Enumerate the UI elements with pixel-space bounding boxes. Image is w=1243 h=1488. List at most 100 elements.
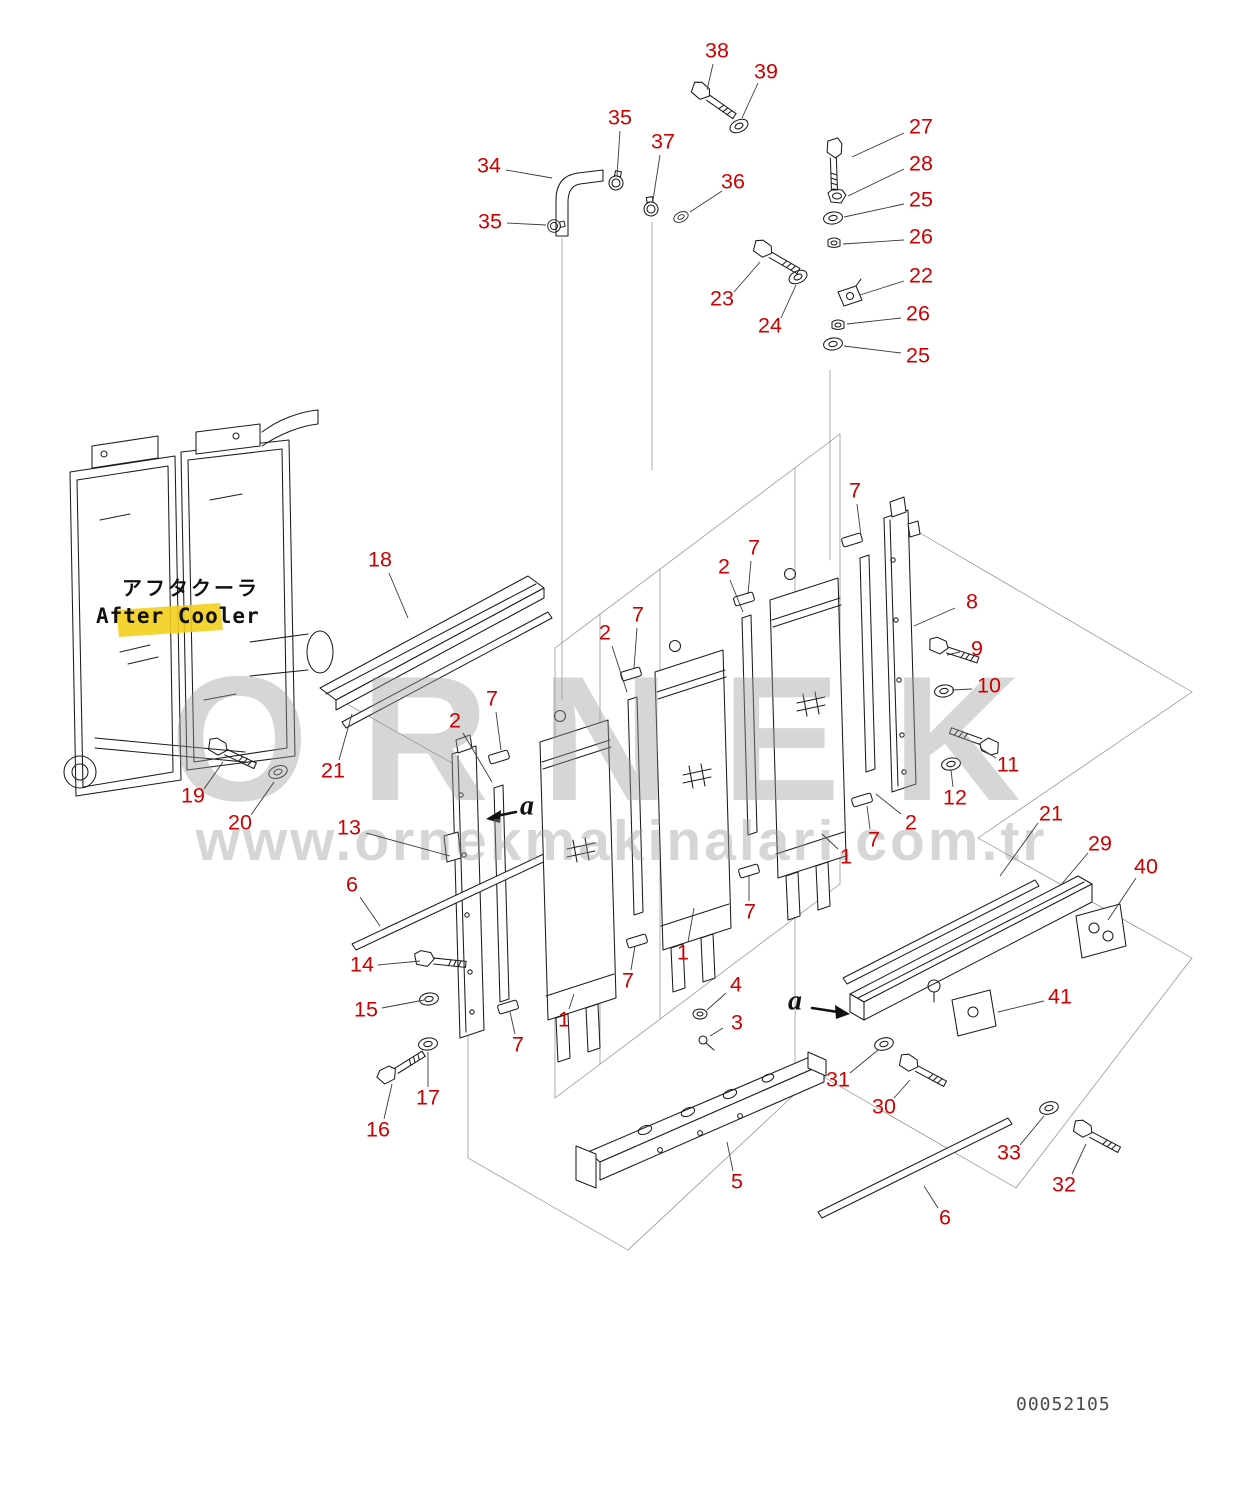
part-callout-5: 5	[731, 1170, 743, 1194]
leader-line	[846, 317, 902, 325]
bracket-fastener-stack	[822, 137, 863, 352]
part-callout-18: 18	[368, 548, 392, 572]
part-callout-29: 29	[1088, 832, 1112, 856]
part-callout-35: 35	[478, 210, 502, 234]
part-callout-16: 16	[366, 1118, 390, 1142]
fasteners	[204, 634, 1124, 1156]
leader-line	[462, 732, 493, 783]
leader-line	[893, 1079, 911, 1099]
leader-line	[383, 1083, 393, 1120]
leader-line	[630, 945, 636, 971]
part-callout-26: 26	[909, 225, 933, 249]
part-callout-7: 7	[744, 900, 756, 924]
leader-line	[951, 688, 973, 691]
part-callout-2: 2	[599, 621, 611, 645]
leader-line	[706, 992, 727, 1011]
part-callout-7: 7	[849, 479, 861, 503]
part-callout-28: 28	[909, 152, 933, 176]
leader-line	[843, 345, 902, 354]
leader-line	[946, 651, 961, 656]
part-callout-25: 25	[909, 188, 933, 212]
leader-line	[203, 761, 224, 790]
leader-line	[388, 572, 409, 619]
part-callout-2: 2	[718, 555, 730, 579]
leader-line	[979, 747, 997, 759]
part-callout-20: 20	[228, 811, 252, 835]
part-callout-40: 40	[1134, 855, 1158, 879]
leader-line	[505, 169, 553, 179]
leader-line	[849, 1049, 879, 1074]
leader-line	[616, 130, 621, 177]
leader-line	[729, 579, 744, 613]
leader-line	[687, 907, 695, 943]
part-callout-2: 2	[905, 811, 917, 835]
part-callout-7: 7	[622, 969, 634, 993]
leader-line	[652, 154, 661, 201]
part-callout-25: 25	[906, 344, 930, 368]
construction-lines	[321, 221, 1193, 1251]
top-hose-assembly	[546, 78, 810, 287]
leader-line	[851, 132, 905, 158]
leader-line	[859, 280, 905, 296]
leader-line	[611, 645, 628, 693]
view-arrows	[486, 810, 850, 1019]
leader-line	[359, 896, 381, 927]
part-callout-39: 39	[754, 60, 778, 84]
part-callout-24: 24	[758, 314, 782, 338]
leader-line	[1107, 877, 1137, 921]
assembled-unit-labels: アフタクーラ After Cooler	[96, 572, 260, 628]
part-callout-37: 37	[651, 130, 675, 154]
part-callout-8: 8	[966, 590, 978, 614]
leader-line	[709, 1027, 724, 1037]
part-callout-12: 12	[943, 786, 967, 810]
seal-strips	[351, 532, 1013, 1219]
watermark-brand: ORNEK	[170, 639, 1073, 838]
leader-line	[633, 627, 638, 669]
part-callout-38: 38	[705, 39, 729, 63]
part-callout-30: 30	[872, 1095, 896, 1119]
leader-line	[856, 503, 862, 537]
side-frame-left	[443, 734, 485, 1039]
leader-line	[866, 805, 871, 830]
part-callout-2: 2	[449, 709, 461, 733]
top-rail	[319, 575, 553, 729]
leader-line	[733, 261, 761, 293]
part-callout-15: 15	[354, 998, 378, 1022]
part-callout-13: 13	[337, 816, 361, 840]
leader-line	[250, 781, 275, 816]
radiator-core-1	[539, 709, 617, 1063]
part-callout-31: 31	[826, 1068, 850, 1092]
part-callout-27: 27	[909, 115, 933, 139]
leader-line	[689, 190, 723, 213]
leader-line	[821, 833, 839, 850]
leader-line	[780, 284, 797, 319]
part-callout-23: 23	[710, 287, 734, 311]
part-callout-21: 21	[321, 759, 345, 783]
leader-line	[999, 822, 1039, 877]
part-callout-6: 6	[939, 1206, 951, 1230]
part-callout-6: 6	[346, 873, 358, 897]
part-callout-9: 9	[971, 637, 983, 661]
part-callout-1: 1	[677, 941, 689, 965]
part-callout-4: 4	[730, 973, 742, 997]
leader-line	[950, 769, 954, 788]
part-callout-11: 11	[997, 753, 1019, 777]
part-callout-1: 1	[558, 1008, 570, 1032]
document-number: 00052105	[1016, 1394, 1111, 1415]
leader-line	[913, 607, 956, 627]
aftercooler-label-jp: アフタクーラ	[122, 576, 260, 600]
part-callout-35: 35	[608, 106, 632, 130]
leader-line	[1071, 1143, 1087, 1175]
leader-line	[506, 222, 547, 226]
radiator-core-2	[654, 639, 732, 993]
part-callout-21: 21	[1039, 802, 1063, 826]
part-callout-1: 1	[840, 845, 852, 869]
view-marker-label: a	[788, 985, 802, 1016]
part-callout-22: 22	[909, 264, 933, 288]
watermark-url: www.ornekmakinalari.com.tr	[195, 809, 1048, 873]
bottom-rail	[575, 1051, 827, 1189]
part-callout-7: 7	[868, 828, 880, 852]
part-callout-7: 7	[512, 1033, 524, 1057]
